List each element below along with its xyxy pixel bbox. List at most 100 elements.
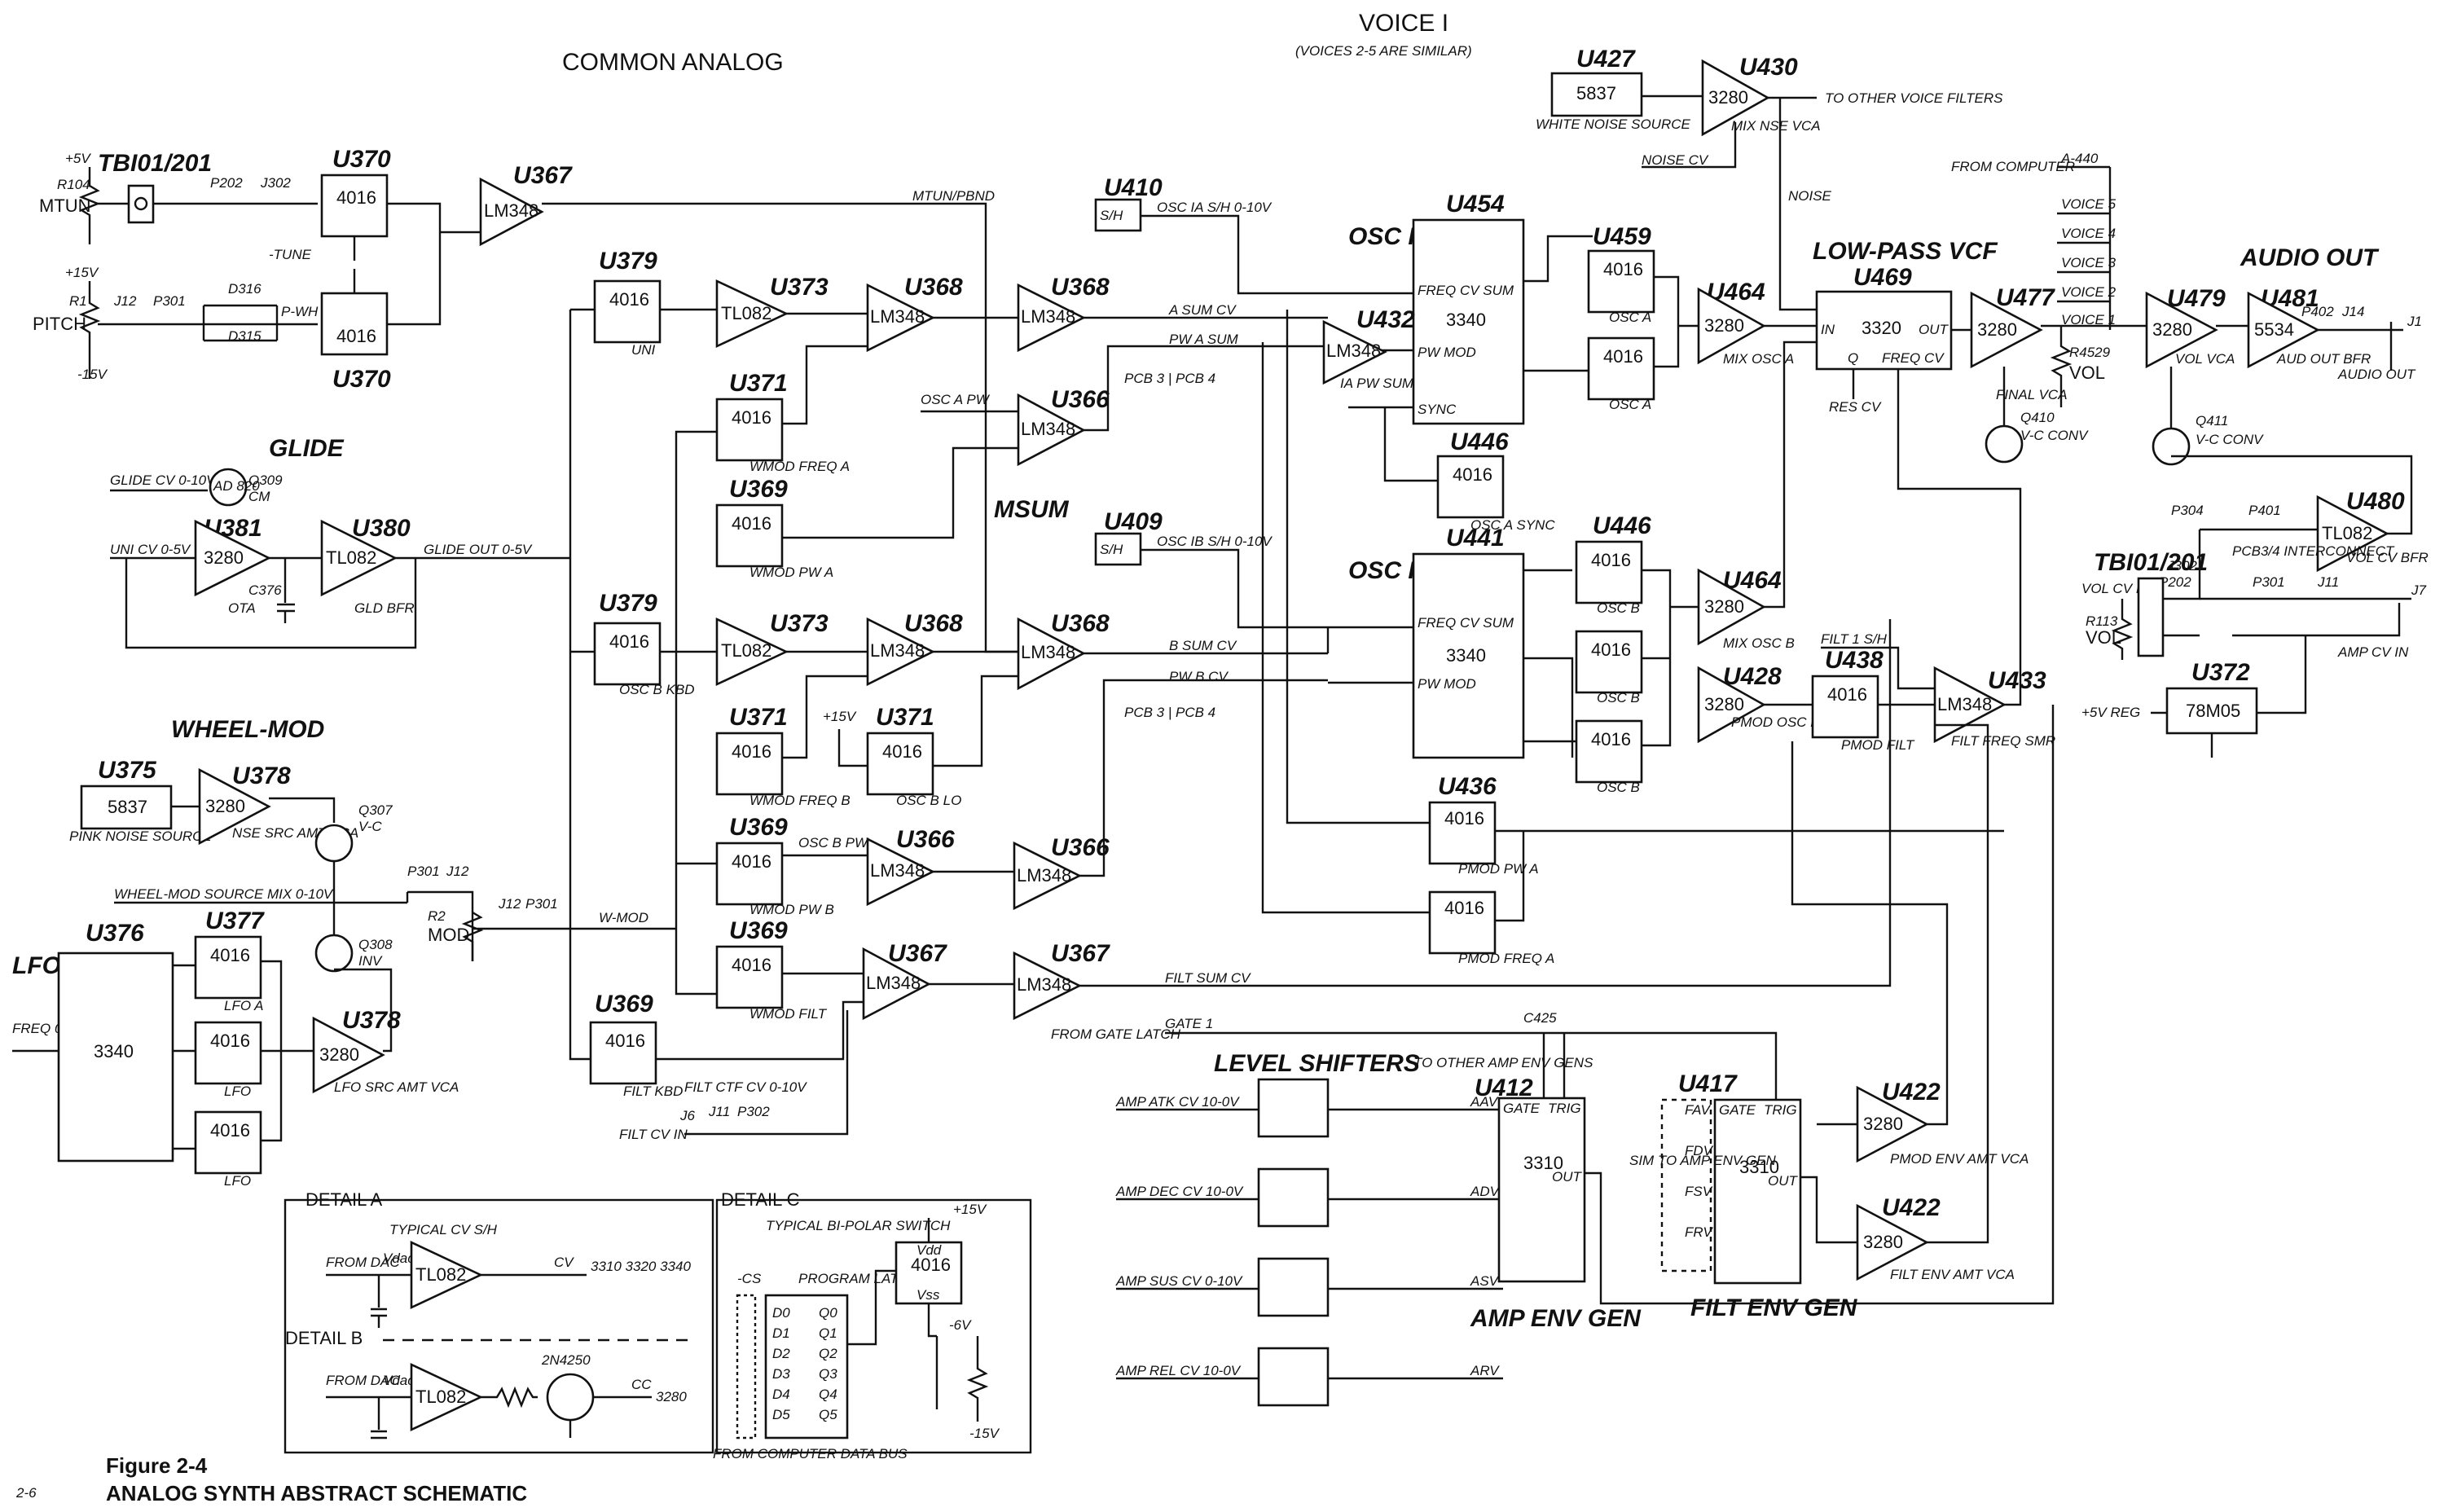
u464a-chip: 3280 [1704,315,1744,336]
u366b-ref: U366 [1051,834,1110,861]
u412-trig: TRIG [1548,1101,1581,1116]
sim-to-label: SIM TO AMP ENV GEN [1629,1153,1777,1168]
u370b-chip: 4016 [336,326,376,346]
j11-label: J11 [708,1104,730,1119]
voice-title: VOICE I [1359,10,1448,37]
glide-title: GLIDE [269,435,345,462]
u371a-chip: 4016 [732,407,771,428]
u379a-chip: 4016 [609,289,649,310]
plus5v-reg-label: +5V REG [2081,705,2140,720]
minus15v-label: -15V [77,367,108,382]
u417-trig: TRIG [1764,1102,1797,1118]
adv-label: ADV [1470,1184,1501,1199]
u477-final-vca [1970,291,2043,369]
u369d-ref: U369 [595,991,653,1018]
osc-a-sync-label: OSC A SYNC [1470,517,1555,533]
u367b-ref: U367 [888,940,947,967]
pink-noise-label: PINK NOISE SOURCE [69,829,212,844]
u454-chip: 3340 [1446,310,1486,330]
lfo-title: LFO [12,952,61,979]
u367c-ref: U367 [1051,940,1110,967]
j302b-label: J302 [2166,558,2197,574]
q4-label: Q4 [819,1387,837,1402]
u369b-chip: 4016 [732,851,771,872]
u371c-ref: U371 [876,704,934,731]
u369b-switch [715,842,784,906]
glide-section: GLIDE GLIDE CV 0-10V AD 820 Q309 CM UNI … [110,435,570,649]
u469-chip: 3320 [1862,318,1901,338]
uni-cv-label: UNI CV 0-5V [110,542,191,557]
typical-switch-title: TYPICAL BI-POLAR SWITCH [766,1218,951,1233]
u432-ref: U432 [1356,306,1415,333]
filt-env-label: FILT ENV AMT VCA [1890,1267,2015,1282]
p301b-label: P301 [2253,574,2285,590]
r104-label: R104 [57,177,90,192]
u422a-ref: U422 [1882,1079,1941,1105]
u436a-chip: 4016 [1444,808,1484,829]
q308-label: Q308 [358,937,393,952]
u477-chip: 3280 [1977,319,2017,340]
r4529-label: R4529 [2069,345,2111,360]
u438-ref: U438 [1825,647,1884,674]
u368a-amp [866,283,935,353]
vcf-out-label: OUT [1919,322,1949,337]
d1-label: D1 [772,1325,790,1341]
lfo-a3-label: LFO [224,1173,251,1189]
tune-label: -TUNE [269,247,312,262]
r1-label: R1 [69,293,87,309]
u446b-ref: U446 [1593,512,1651,539]
u459a-switch [1587,249,1655,314]
u432-amp [1322,319,1387,385]
c3280t-label: 3280 [656,1389,687,1404]
u377a-switch [194,935,262,1000]
u366a-amp [1017,393,1086,467]
from-dac-a: FROM DAC [326,1255,400,1270]
b-sum-label: B SUM CV [1169,638,1237,653]
detail-b-chip: TL082 [415,1387,466,1407]
u430-chip: 3280 [1708,87,1748,108]
u379b-chip: 4016 [609,631,649,652]
u481-out-buffer [2247,291,2320,369]
voice4-label: VOICE 4 [2061,226,2116,241]
tb101b-terminal [2137,577,2165,657]
u433-ref: U433 [1988,667,2046,694]
u412-ref: U412 [1475,1075,1533,1101]
u370b-ref: U370 [332,366,391,393]
amp-cv-in-label: AMP CV IN [2337,644,2409,660]
osc-a-sq-label: OSC A [1609,397,1651,412]
detail-a-amp [410,1240,484,1310]
u368d-ref: U368 [1051,610,1110,637]
gld-bfr-label: GLD BFR [354,600,415,616]
minus15v-c-label: -15V [969,1426,1000,1441]
p401-label: P401 [2248,503,2281,518]
u441-osc [1412,552,1525,759]
u477-ref: U477 [1996,284,2055,311]
envelope-section: FROM GATE LATCH GATE 1 C425 TO OTHER AMP… [1051,705,2055,1407]
u368a-chip: LM348 [870,306,925,327]
u412-env [1497,1097,1586,1283]
audio-out-label: AUDIO OUT [2337,367,2416,382]
u366b2-amp [1013,841,1082,911]
mtun-label: MTUN [39,196,91,216]
osc-b-sq-label: OSC B [1597,690,1640,705]
u381-chip: 3280 [204,547,244,568]
u377a-chip: 4016 [210,945,250,965]
u378b-chip: 3280 [319,1044,359,1065]
osc1b-sh-label: OSC IB S/H 0-10V [1157,534,1273,549]
pmod-filt-label: PMOD FILT [1841,737,1915,753]
u428-chip: 3280 [1704,694,1744,714]
u373b-buffer [715,617,789,687]
d2-label: D2 [772,1346,790,1361]
detail-boxes: DETAIL A TYPICAL CV S/H FROM DAC Vdac TL… [284,1189,1032,1461]
arv-label: ARV [1470,1363,1500,1378]
u375-noise [80,785,173,830]
u366b1-amp [866,837,935,907]
c425-label: C425 [1523,1010,1557,1026]
osc1a-sh-label: OSC IA S/H 0-10V [1157,200,1273,215]
u376-lfo [57,952,174,1163]
c376-label: C376 [248,582,282,598]
u459b-switch [1587,336,1655,401]
u438-switch [1811,675,1879,739]
u410-sh-text: S/H [1100,208,1123,223]
j14-label: J14 [2341,304,2364,319]
